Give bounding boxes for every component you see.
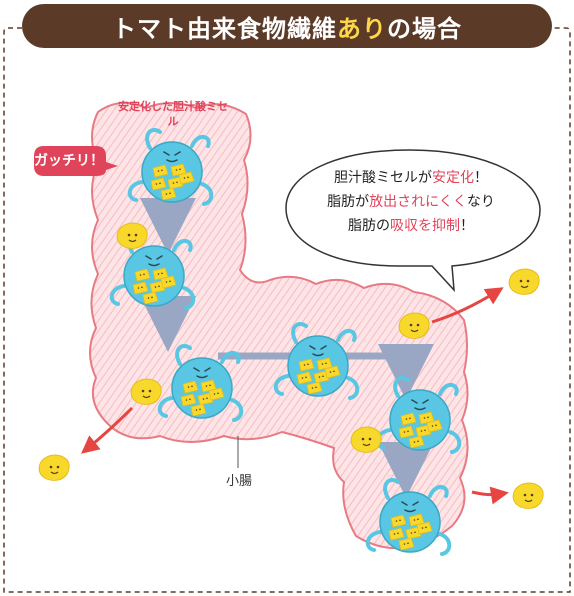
bubble-line-1: 胆汁酸ミセルが安定化！: [334, 170, 488, 186]
bubble-line-3: 脂肪の吸収を抑制！: [348, 218, 474, 234]
red-arrow-left: [81, 406, 134, 454]
fat-drop-inside-4: [350, 426, 382, 453]
fat-drop-inside-1: [116, 222, 148, 249]
fat-drop-inside-3: [398, 312, 430, 339]
speech-bubble: [285, 149, 541, 293]
fat-drop-inside-2: [130, 378, 162, 405]
fat-drop-outside-1: [38, 454, 70, 481]
speech-bubble-text: 胆汁酸ミセルが安定化！ 脂肪が放出されにくくなり 脂肪の吸収を抑制！: [300, 166, 522, 238]
flow-arrow-3: [218, 344, 434, 400]
fat-drop-outside-3: [512, 482, 544, 509]
small-intestine-label: 小腸: [226, 474, 253, 489]
stabilized-micelle-label: 安定化した胆汁酸ミセル: [118, 100, 228, 128]
title-bar: トマト由来食物繊維ありの場合: [22, 4, 552, 48]
fat-drop-outside-2: [508, 268, 540, 295]
page-title: トマト由来食物繊維ありの場合: [112, 14, 462, 43]
title-highlight: あり: [337, 14, 387, 43]
red-arrow-top-right: [431, 287, 504, 324]
gacchiri-bubble: [34, 146, 118, 176]
dashed-frame: [3, 27, 571, 593]
bubble-line-2: 脂肪が放出されにくくなり: [327, 194, 495, 210]
red-arrow-bottom-right: [471, 486, 509, 505]
gacchiri-label: ガッチリ！: [34, 153, 104, 169]
